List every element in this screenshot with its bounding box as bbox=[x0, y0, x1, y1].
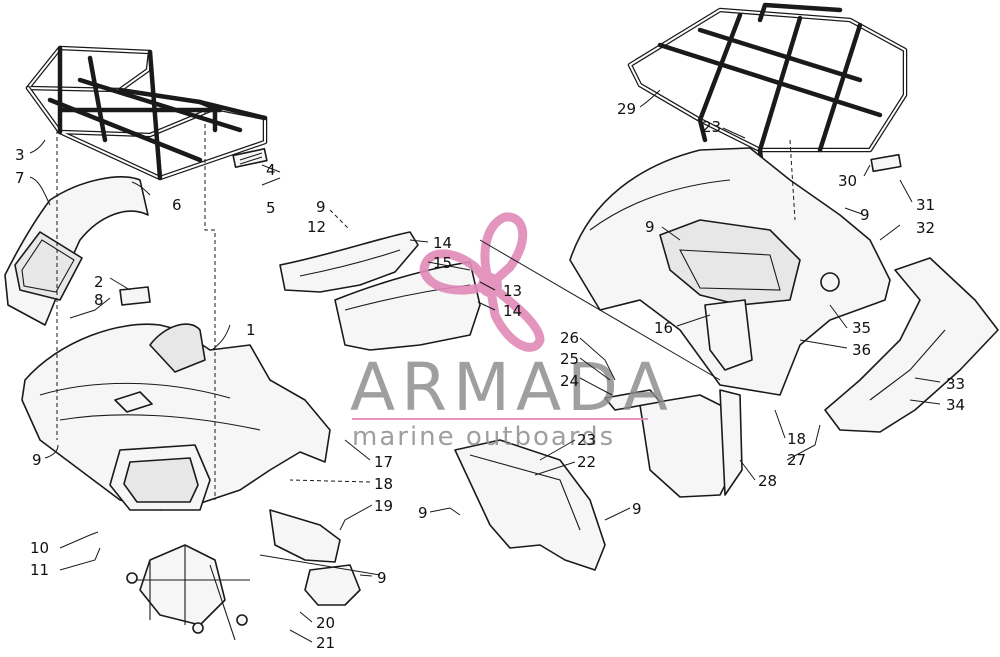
callout-24: 24 bbox=[560, 372, 579, 390]
callout-9-rear-left: 9 bbox=[645, 218, 655, 236]
left-footwell bbox=[454, 439, 606, 571]
callout-7: 7 bbox=[15, 169, 25, 187]
callout-20: 20 bbox=[316, 614, 335, 632]
rear-body-panel bbox=[569, 147, 891, 396]
callout-36: 36 bbox=[852, 341, 871, 359]
front-rack bbox=[25, 45, 268, 181]
callout-17: 17 bbox=[374, 453, 393, 471]
callout-23-front: 23 bbox=[577, 431, 596, 449]
callout-35: 35 bbox=[852, 319, 871, 337]
callout-19: 19 bbox=[374, 497, 393, 515]
callout-3: 3 bbox=[15, 146, 25, 164]
rear-right-fender bbox=[824, 257, 999, 433]
callout-14-lower: 14 bbox=[503, 302, 522, 320]
callout-8: 8 bbox=[94, 291, 104, 309]
callout-11: 11 bbox=[30, 561, 49, 579]
callout-9-rear-top: 9 bbox=[860, 206, 870, 224]
callout-21: 21 bbox=[316, 634, 335, 652]
propeller-logo-icon bbox=[419, 212, 545, 352]
callout-13: 13 bbox=[503, 282, 522, 300]
callout-5: 5 bbox=[266, 199, 276, 217]
callout-9-right-footwell: 9 bbox=[632, 500, 642, 518]
watermark: ARMADA marine outboards bbox=[350, 212, 674, 452]
callout-31: 31 bbox=[916, 196, 935, 214]
callout-9-front: 9 bbox=[32, 451, 42, 469]
callout-9-bracket: 9 bbox=[377, 569, 387, 587]
callout-16: 16 bbox=[654, 319, 673, 337]
callout-4: 4 bbox=[266, 161, 276, 179]
callout-32: 32 bbox=[916, 219, 935, 237]
callout-23-rear: 23 bbox=[702, 118, 721, 136]
callout-6: 6 bbox=[172, 196, 182, 214]
callout-18-front: 18 bbox=[374, 475, 393, 493]
callout-15: 15 bbox=[433, 254, 452, 272]
center-bracket bbox=[259, 509, 381, 606]
callout-14-upper: 14 bbox=[433, 234, 452, 252]
callout-34: 34 bbox=[946, 396, 965, 414]
callout-18-rear: 18 bbox=[787, 430, 806, 448]
callout-9-footwell: 9 bbox=[418, 504, 428, 522]
callout-26: 26 bbox=[560, 329, 579, 347]
front-frame-bracket bbox=[126, 544, 250, 641]
watermark-brand: ARMADA bbox=[350, 349, 674, 426]
callout-33: 33 bbox=[946, 375, 965, 393]
right-footwell bbox=[604, 389, 743, 498]
callout-labels: 1 2 3 4 5 6 7 8 9 10 11 9 12 14 15 13 14… bbox=[15, 100, 965, 652]
callout-10: 10 bbox=[30, 539, 49, 557]
callout-28: 28 bbox=[758, 472, 777, 490]
callout-25: 25 bbox=[560, 350, 579, 368]
callout-27: 27 bbox=[787, 451, 806, 469]
front-body-panel bbox=[21, 323, 331, 511]
callout-1: 1 bbox=[246, 321, 256, 339]
callout-9-panel: 9 bbox=[316, 198, 326, 216]
watermark-tagline: marine outboards bbox=[352, 422, 615, 452]
front-left-fender bbox=[4, 176, 151, 326]
callout-22: 22 bbox=[577, 453, 596, 471]
leader-lines bbox=[29, 89, 941, 643]
callout-30: 30 bbox=[838, 172, 857, 190]
rear-rack bbox=[627, 2, 908, 173]
callout-29: 29 bbox=[617, 100, 636, 118]
callout-12: 12 bbox=[307, 218, 326, 236]
callout-2: 2 bbox=[94, 273, 104, 291]
